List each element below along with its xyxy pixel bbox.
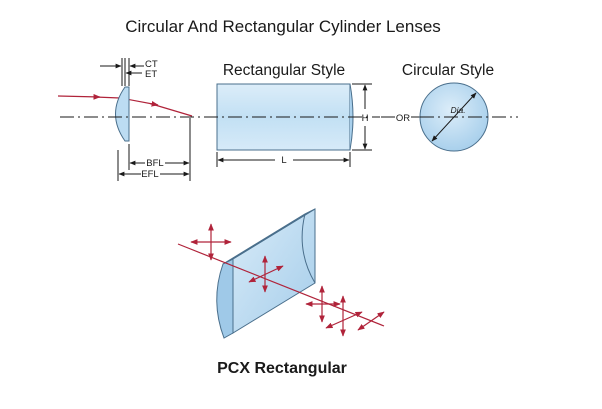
circular-style-label: Circular Style: [402, 62, 494, 79]
or-label: OR: [396, 113, 410, 124]
efl-label: EFL: [141, 169, 158, 180]
h-label: H: [362, 113, 369, 124]
bfl-efl-dimension: BFL EFL: [117, 118, 191, 181]
pcx-lens-shape: [115, 86, 130, 142]
pcx-rectangular-label: PCX Rectangular: [217, 360, 347, 377]
l-label: L: [281, 155, 286, 166]
ct-label: CT: [145, 59, 158, 70]
length-dimension: L: [216, 152, 351, 167]
diagram-title: Circular And Rectangular Cylinder Lenses: [125, 17, 441, 36]
diameter-arrow: [431, 92, 477, 142]
dia-label: Dia.: [450, 105, 465, 115]
pcx-lens-side-view: [57, 86, 193, 142]
bfl-label: BFL: [146, 158, 163, 169]
rectangular-style-label: Rectangular Style: [223, 62, 345, 79]
height-dimension: H: [352, 83, 372, 151]
ct-et-dimension: CT ET: [100, 58, 158, 86]
et-label: ET: [145, 69, 157, 80]
pcx-3d-ray: [177, 223, 385, 337]
